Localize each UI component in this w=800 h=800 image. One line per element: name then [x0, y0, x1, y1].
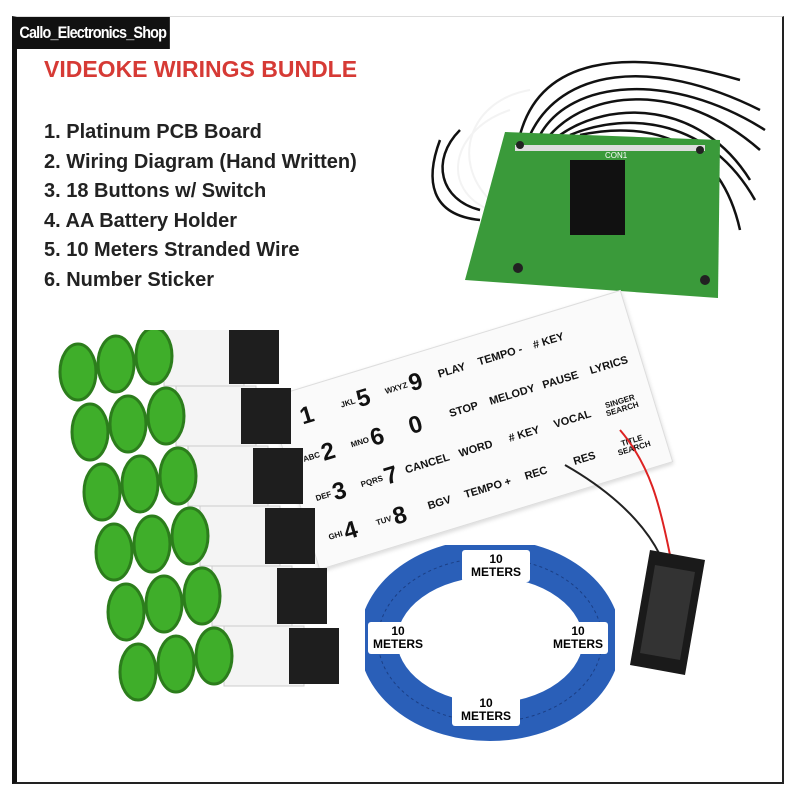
arcade-button: [120, 454, 160, 514]
arcade-button: [94, 522, 134, 582]
microswitch: [241, 388, 291, 444]
arcade-button: [96, 334, 136, 394]
list-item: 4. AA Battery Holder: [44, 209, 238, 232]
sticker-letters: WXYZ: [383, 380, 409, 396]
sticker-letters: TUV: [374, 513, 393, 527]
arcade-buttons-photo: [58, 330, 339, 702]
microswitch: [265, 508, 315, 564]
sticker-letters: MNO: [349, 434, 371, 449]
arcade-button: [118, 642, 158, 702]
button-cap: [106, 582, 146, 642]
arcade-button: [82, 462, 122, 522]
arcade-button: [58, 342, 98, 402]
wire-label: 10 METERS: [452, 694, 520, 726]
button-cap: [108, 394, 148, 454]
sticker-letters: PQRS: [359, 473, 384, 489]
button-cap: [144, 574, 184, 634]
bundle-items-list: 1. Platinum PCB Board 2. Wiring Diagram …: [44, 118, 357, 295]
button-cap: [156, 634, 196, 694]
list-item: 3. 18 Buttons w/ Switch: [44, 180, 267, 202]
image-frame: [12, 16, 784, 784]
arcade-button: [194, 625, 339, 687]
arcade-button: [146, 385, 291, 447]
button-cap: [82, 462, 122, 522]
arcade-button: [70, 402, 110, 462]
arcade-button: [108, 394, 148, 454]
arcade-button: [170, 505, 315, 567]
list-item: 1. Platinum PCB Board: [44, 121, 262, 143]
pcb-label: CON1: [605, 151, 628, 160]
wire-label: 10 METERS: [462, 550, 530, 582]
button-cap: [70, 402, 110, 462]
button-cap: [94, 522, 134, 582]
wire-label: 10 METERS: [548, 622, 608, 654]
button-cap: [134, 330, 174, 386]
arcade-button: [144, 574, 184, 634]
button-cap: [158, 446, 198, 506]
microswitch: [229, 330, 279, 384]
microswitch: [277, 568, 327, 624]
sticker-number: 7: [380, 460, 402, 490]
button-cap: [194, 626, 234, 686]
arcade-button: [132, 514, 172, 574]
microswitch: [289, 628, 339, 684]
sticker-number: 9: [405, 366, 426, 397]
pcb-board-photo: CON1: [431, 60, 766, 298]
sticker-number: 8: [389, 500, 411, 531]
arcade-button: [158, 445, 303, 507]
arcade-button: [156, 634, 196, 694]
button-cap: [118, 642, 158, 702]
button-cap: [170, 506, 210, 566]
shop-watermark: Callo_Electronics_Shop: [16, 17, 170, 49]
arcade-button: [182, 565, 327, 627]
button-cap: [96, 334, 136, 394]
arcade-button: [134, 330, 279, 387]
button-cap: [58, 342, 98, 402]
battery-holder-photo: [564, 429, 705, 675]
button-cap: [146, 386, 186, 446]
bundle-title: VIDEOKE WIRINGS BUNDLE: [44, 56, 358, 82]
sticker-number: 6: [366, 421, 388, 452]
arcade-button: [106, 582, 146, 642]
list-item: 2. Wiring Diagram (Hand Written): [44, 150, 357, 173]
button-cap: [120, 454, 160, 514]
button-cap: [182, 566, 222, 626]
wire-label: 10 METERS: [368, 622, 428, 654]
list-item: 6. Number Sticker: [44, 268, 215, 291]
button-cap: [132, 514, 172, 574]
sticker-number: 5: [352, 382, 374, 413]
microswitch: [253, 448, 303, 504]
list-item: 5. 10 Meters Stranded Wire: [44, 239, 300, 261]
